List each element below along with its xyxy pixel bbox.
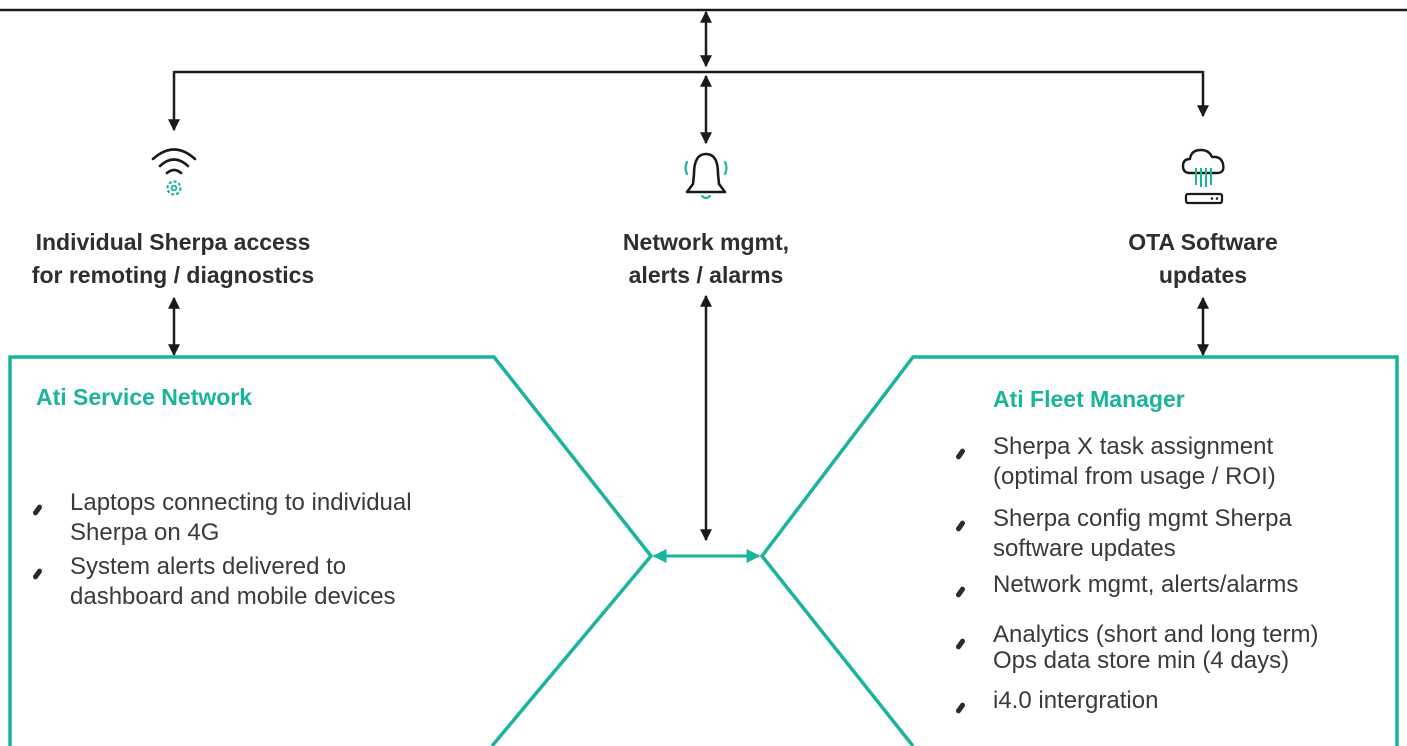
bullet-mark xyxy=(955,447,966,461)
network-alerts-label: Network mgmt, alerts / alarms xyxy=(622,229,790,288)
list-item: Sherpa X task assignment (optimal from u… xyxy=(955,432,1397,492)
bullet-mark xyxy=(955,637,966,651)
fleet-manager-bullets: Sherpa X task assignment (optimal from u… xyxy=(955,432,1397,716)
bell-icon xyxy=(684,152,728,200)
fleet-manager-title: Ati Fleet Manager xyxy=(993,386,1185,412)
bullet-mark xyxy=(955,519,966,533)
wifi-gear-icon xyxy=(151,148,197,196)
service-network-title: Ati Service Network xyxy=(36,384,253,410)
bullet-mark xyxy=(955,585,966,599)
bullet-mark xyxy=(32,567,43,581)
ota-updates-label: OTA Software updates xyxy=(1128,229,1278,288)
list-item: i4.0 intergration xyxy=(955,686,1397,716)
fleet-manager-panel-outline xyxy=(759,355,1399,746)
service-network-panel-outline xyxy=(8,355,654,746)
list-item: Analytics (short and long term) Ops data… xyxy=(955,622,1397,674)
cloud-server-icon xyxy=(1181,148,1225,205)
bullet-mark xyxy=(955,701,966,715)
list-item: Laptops connecting to individual Sherpa … xyxy=(32,488,514,548)
service-access-label: Individual Sherpa access for remoting / … xyxy=(31,229,315,288)
list-item: Network mgmt, alerts/alarms xyxy=(955,570,1397,600)
list-item: System alerts delivered to dashboard and… xyxy=(32,552,514,612)
service-network-bullets: Laptops connecting to individual Sherpa … xyxy=(32,488,514,612)
bullet-mark xyxy=(32,503,43,517)
list-item: Sherpa config mgmt Sherpa software updat… xyxy=(955,504,1397,564)
